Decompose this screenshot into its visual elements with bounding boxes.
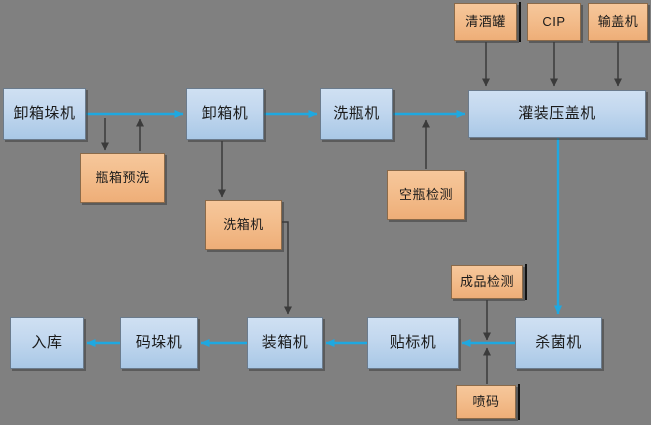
node-label: 杀菌机 [535, 334, 582, 352]
node-pingxiangyuxi[interactable]: 瓶箱预洗 [80, 153, 165, 203]
selection-marker-penma [518, 384, 520, 420]
node-xipingji[interactable]: 洗瓶机 [320, 88, 393, 140]
primary-flow-arrows [86, 110, 562, 347]
node-penma[interactable]: 喷码 [456, 385, 516, 419]
node-shajunji[interactable]: 杀菌机 [515, 317, 602, 369]
secondary-flow-arrows [101, 42, 622, 384]
node-shugaiji[interactable]: 输盖机 [588, 3, 648, 41]
node-kongpingjiance[interactable]: 空瓶检测 [387, 170, 465, 220]
node-xiexiangduoji[interactable]: 卸箱垛机 [3, 88, 86, 140]
node-chengpinjiance[interactable]: 成品检测 [451, 265, 523, 299]
node-label: 洗瓶机 [333, 105, 380, 123]
selection-marker-chengpinjiance [525, 264, 527, 300]
node-label: 瓶箱预洗 [95, 170, 150, 186]
node-label: 空瓶检测 [398, 187, 453, 203]
node-label: 卸箱机 [201, 105, 249, 123]
node-label: 清酒罐 [465, 14, 506, 30]
node-label: 入库 [31, 334, 63, 352]
node-xiexiangji[interactable]: 卸箱机 [186, 88, 264, 140]
node-label: CIP [542, 14, 566, 30]
node-qingjiuguan[interactable]: 清酒罐 [454, 3, 517, 41]
node-label: 洗箱机 [223, 217, 264, 233]
node-label: 贴标机 [389, 334, 437, 352]
node-cip[interactable]: CIP [527, 3, 581, 41]
node-label: 喷码 [472, 394, 500, 410]
node-label: 成品检测 [459, 274, 514, 290]
node-maduoji[interactable]: 码垛机 [120, 317, 198, 369]
node-label: 卸箱垛机 [13, 105, 76, 123]
node-xixiangji[interactable]: 洗箱机 [205, 200, 282, 250]
selection-marker-qingjiuguan [519, 2, 521, 42]
node-label: 灌装压盖机 [518, 105, 596, 123]
node-guanzhuangyagaiji[interactable]: 灌装压盖机 [468, 90, 646, 138]
node-label: 输盖机 [597, 14, 639, 30]
node-label: 装箱机 [261, 334, 309, 352]
node-label: 码垛机 [135, 334, 183, 352]
node-zhuangxiangji[interactable]: 装箱机 [247, 317, 323, 369]
node-tiebiaoji[interactable]: 贴标机 [367, 317, 459, 369]
arrow-xixiangji-to-zhuangxiangji [282, 221, 292, 315]
node-ruku[interactable]: 入库 [10, 317, 84, 369]
